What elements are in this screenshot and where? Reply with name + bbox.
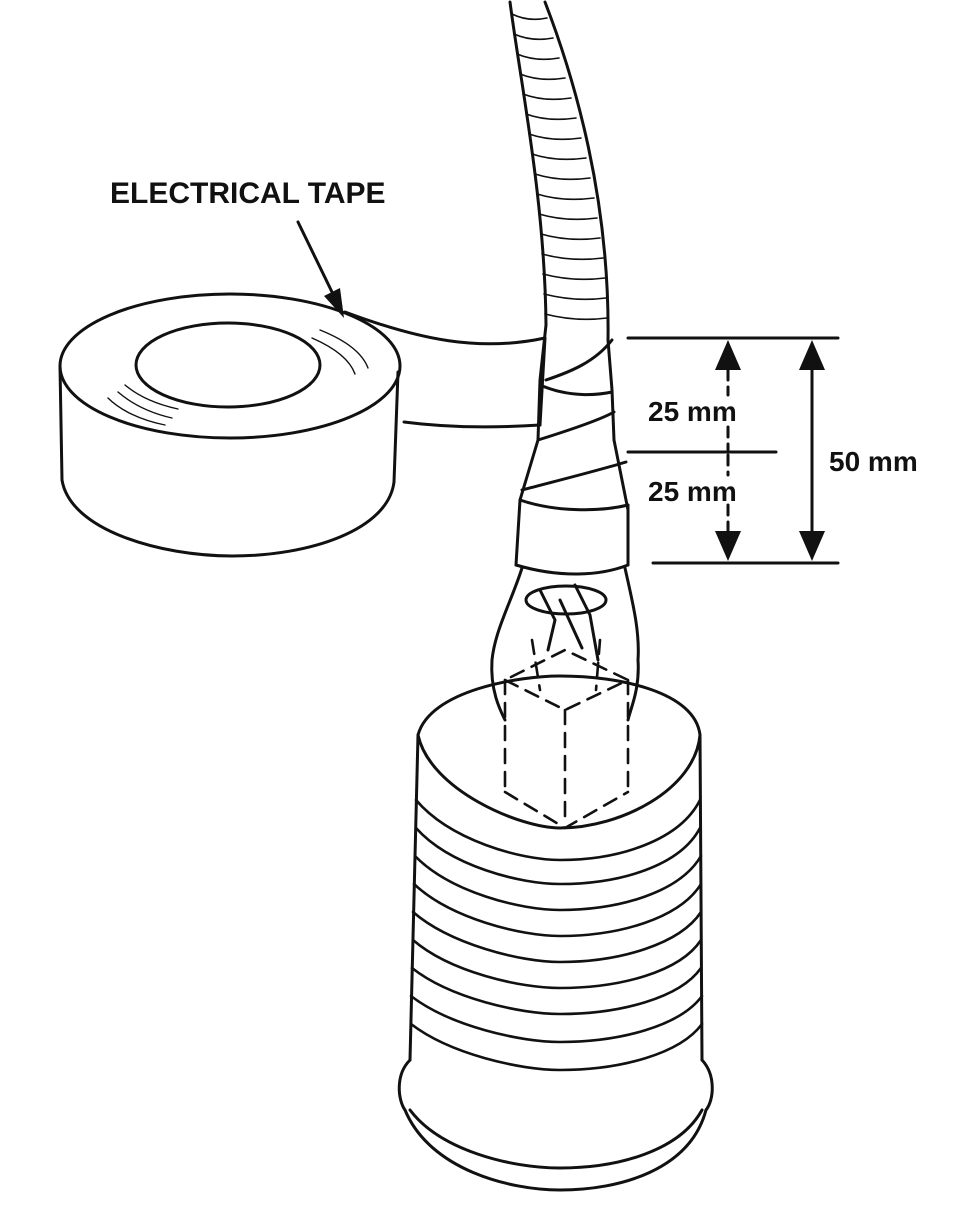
connector-housing [490, 566, 640, 722]
dimension-upper-label: 25 mm [648, 396, 737, 427]
hidden-terminal [503, 638, 630, 830]
cable [508, 0, 610, 342]
tape-leader-arrow [296, 220, 344, 318]
tape-roll [58, 292, 547, 558]
electrical-tape-label: ELECTRICAL TAPE [110, 177, 386, 210]
taped-section [514, 323, 630, 576]
dimension-lower-label: 25 mm [648, 476, 737, 507]
dimension-lines [626, 336, 840, 565]
connector-boot [397, 674, 714, 1192]
dimension-total-label: 50 mm [829, 446, 918, 477]
